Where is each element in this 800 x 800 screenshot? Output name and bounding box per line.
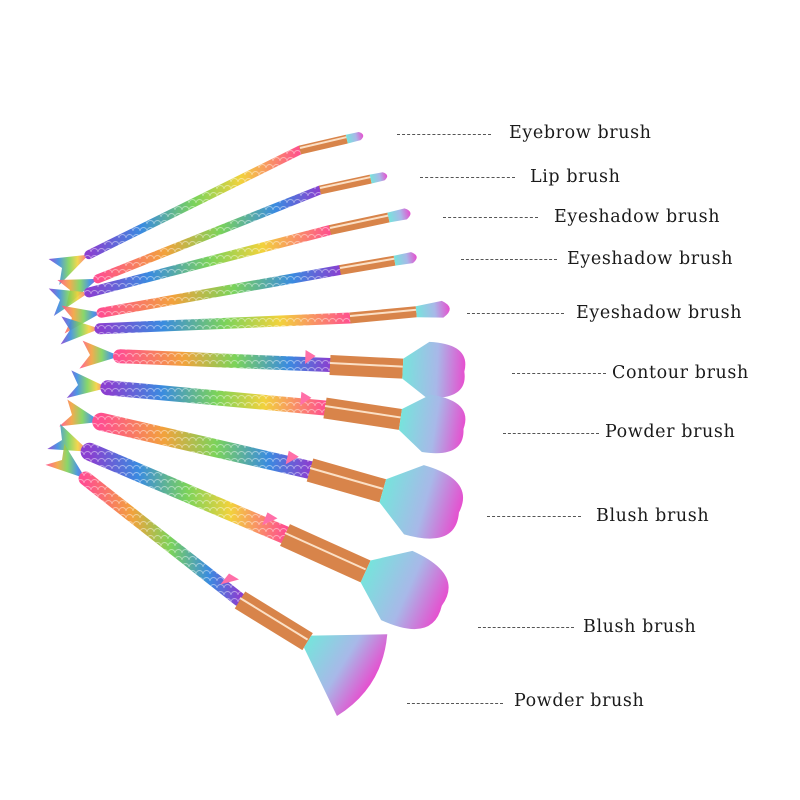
ferrule bbox=[306, 458, 387, 503]
brush-5 bbox=[60, 300, 450, 345]
leader-line bbox=[512, 373, 606, 374]
leader-line bbox=[461, 259, 557, 260]
handle-fin bbox=[300, 391, 312, 406]
brush-7 bbox=[66, 370, 466, 454]
ferrule-shine bbox=[349, 308, 417, 317]
brush-2 bbox=[57, 172, 388, 307]
ferrule-shine bbox=[309, 467, 384, 490]
leader-line bbox=[420, 177, 515, 178]
tail-fin bbox=[66, 370, 108, 399]
label-eyeshadow-brush-2: Eyeshadow brush bbox=[567, 249, 734, 269]
handle-scales bbox=[100, 380, 333, 416]
ferrule bbox=[329, 355, 404, 379]
brush-9 bbox=[47, 423, 449, 630]
tail-fin bbox=[60, 316, 100, 345]
label-blush-brush-1: Blush brush bbox=[596, 506, 710, 526]
handle-scales bbox=[93, 185, 325, 284]
label-eyeshadow-brush-1: Eyeshadow brush bbox=[554, 207, 721, 227]
ferrule bbox=[323, 397, 402, 430]
brush-1 bbox=[48, 131, 364, 285]
bristles bbox=[369, 172, 388, 184]
ferrule-shine bbox=[239, 597, 309, 641]
tail-fin bbox=[79, 340, 120, 369]
leader-line bbox=[478, 627, 574, 628]
handle-scales bbox=[78, 471, 247, 607]
ferrule bbox=[319, 174, 372, 195]
handle-scales bbox=[84, 225, 335, 298]
bristles bbox=[402, 341, 466, 398]
tail-fin bbox=[45, 444, 86, 479]
tail-fin bbox=[48, 288, 90, 317]
leader-line bbox=[443, 217, 538, 218]
handle-scales bbox=[96, 265, 345, 318]
bristles bbox=[393, 252, 417, 266]
leader-line bbox=[487, 516, 581, 517]
leader-line bbox=[503, 433, 599, 434]
tail-fin bbox=[59, 399, 102, 427]
handle-fin bbox=[220, 573, 240, 585]
brush-6 bbox=[79, 340, 466, 398]
handle-scales bbox=[80, 442, 294, 544]
ferrule bbox=[280, 524, 371, 583]
ferrule-shine bbox=[319, 176, 371, 189]
handle-scales bbox=[94, 312, 356, 335]
tail-fin bbox=[48, 254, 89, 285]
brush-3 bbox=[48, 208, 411, 317]
ferrule bbox=[339, 255, 396, 275]
ferrule bbox=[298, 134, 348, 155]
leader-line bbox=[397, 134, 491, 135]
bristles bbox=[387, 208, 411, 223]
bristles bbox=[415, 300, 450, 318]
bristles bbox=[360, 550, 449, 630]
bristles bbox=[345, 131, 364, 144]
label-lip-brush: Lip brush bbox=[530, 167, 621, 187]
bristles bbox=[379, 465, 464, 539]
label-powder-brush-2: Powder brush bbox=[514, 691, 645, 711]
ferrule-shine bbox=[329, 362, 403, 368]
label-powder-brush-1: Powder brush bbox=[605, 422, 736, 442]
handle-scales bbox=[84, 145, 305, 260]
handle-scales bbox=[92, 412, 319, 479]
leader-line bbox=[467, 313, 564, 314]
ferrule bbox=[234, 591, 313, 651]
handle-fin bbox=[262, 512, 278, 526]
brush-8 bbox=[59, 399, 464, 539]
label-eyeshadow-brush-3: Eyeshadow brush bbox=[576, 303, 743, 323]
ferrule-shine bbox=[329, 214, 389, 229]
tail-fin bbox=[47, 423, 90, 452]
ferrule-shine bbox=[284, 532, 367, 571]
ferrule-shine bbox=[299, 136, 348, 149]
ferrule bbox=[349, 306, 417, 324]
ferrule bbox=[328, 212, 390, 235]
label-contour-brush: Contour brush bbox=[612, 363, 749, 383]
label-eyebrow-brush: Eyebrow brush bbox=[509, 123, 652, 143]
handle-scales bbox=[112, 349, 337, 372]
ferrule-shine bbox=[339, 257, 395, 269]
bristles bbox=[398, 394, 466, 454]
label-blush-brush-2: Blush brush bbox=[583, 617, 697, 637]
bristles bbox=[303, 634, 388, 717]
handle-fin bbox=[285, 450, 299, 465]
leader-line bbox=[407, 703, 503, 704]
ferrule-shine bbox=[324, 405, 401, 419]
brush-10 bbox=[45, 444, 388, 717]
handle-fin bbox=[305, 349, 316, 364]
